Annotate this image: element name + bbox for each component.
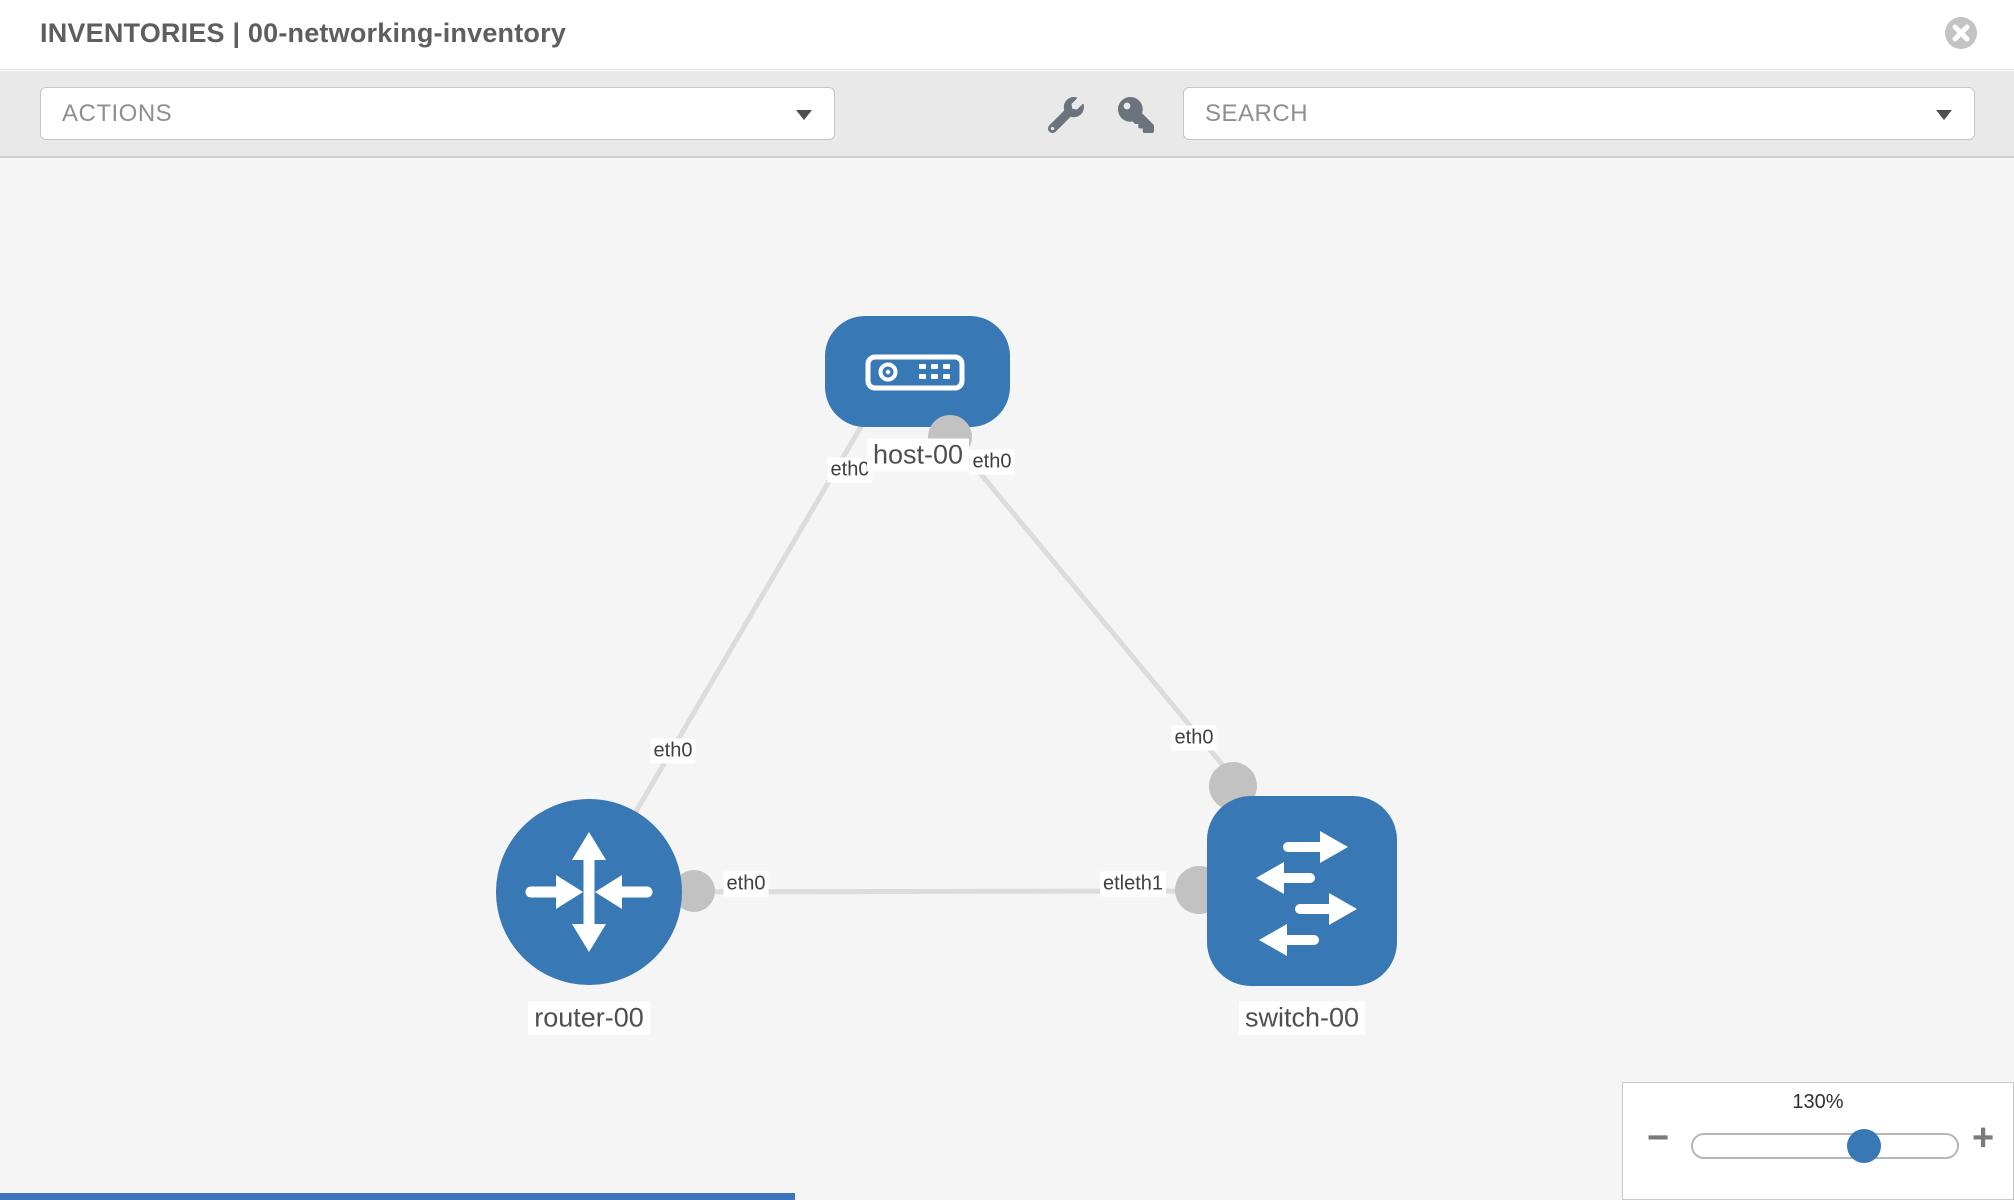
node-switch-00[interactable] (1207, 796, 1397, 986)
close-icon (1945, 17, 1977, 49)
node-host-00[interactable] (825, 316, 1010, 427)
interface-label: etleth1 (1099, 871, 1167, 897)
zoom-panel: 130% − + (1622, 1082, 2014, 1200)
interface-label: eth0 (827, 457, 873, 483)
node-label-host: host-00 (866, 438, 970, 472)
search-dropdown-label: SEARCH (1205, 99, 1309, 127)
header: INVENTORIES | 00-networking-inventory (0, 0, 2014, 70)
node-label-switch: switch-00 (1238, 1001, 1366, 1035)
key-icon (1118, 97, 1154, 133)
interface-label: eth0 (723, 871, 769, 897)
chevron-down-icon (796, 110, 812, 120)
zoom-slider[interactable] (1691, 1129, 1959, 1163)
topology-canvas: eth0 eth0 eth0 eth0 eth0 etleth1 host-00… (0, 158, 2014, 1200)
interface-label: eth0 (650, 738, 696, 764)
interface-label: eth0 (1171, 725, 1217, 751)
close-button[interactable] (1944, 16, 1978, 50)
zoom-slider-thumb[interactable] (1847, 1129, 1882, 1163)
node-label-router: router-00 (528, 1001, 650, 1035)
credentials-button[interactable] (1114, 95, 1158, 135)
interface-label: eth0 (969, 449, 1015, 475)
bottom-accent-bar (0, 1193, 795, 1200)
interface-dot-router (673, 870, 715, 912)
switch-icon (1256, 831, 1357, 956)
chevron-down-icon (1936, 110, 1952, 120)
wrench-icon (1048, 97, 1084, 133)
zoom-out-button[interactable]: − (1647, 1117, 1670, 1159)
actions-dropdown[interactable]: ACTIONS (40, 87, 835, 140)
toolbar: ACTIONS SEARCH (0, 71, 2014, 158)
zoom-in-button[interactable]: + (1972, 1117, 1995, 1159)
topology-edges (586, 416, 1262, 895)
page-title: INVENTORIES | 00-networking-inventory (40, 18, 567, 48)
host-icon (865, 354, 965, 391)
search-dropdown[interactable]: SEARCH (1183, 87, 1975, 140)
zoom-level-value: 130% (1792, 1091, 1844, 1113)
node-router-00[interactable] (496, 799, 682, 985)
router-icon (525, 832, 653, 952)
configure-button[interactable] (1044, 95, 1088, 135)
actions-dropdown-label: ACTIONS (62, 99, 173, 127)
edge-host-switch (948, 435, 1262, 812)
